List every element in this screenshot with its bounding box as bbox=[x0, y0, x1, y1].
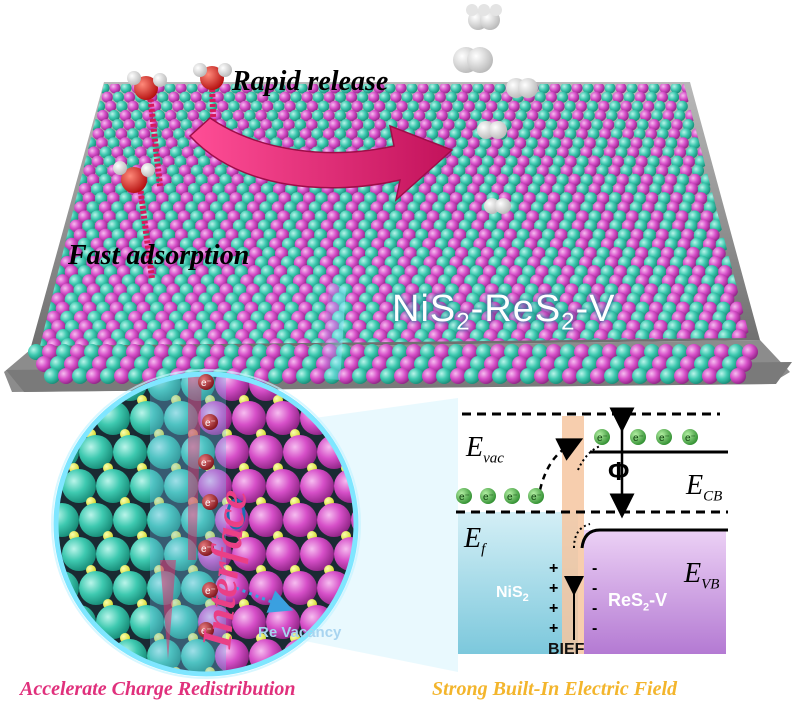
electron: e⁻ bbox=[630, 429, 646, 445]
accelerate-caption: Accelerate Charge Redistribution bbox=[20, 678, 296, 701]
bief-label: BIEF bbox=[548, 641, 584, 659]
electron-symbol: e⁻ bbox=[201, 378, 212, 389]
minus-charge: - bbox=[592, 600, 597, 618]
fast-adsorption-label: Fast adsorption bbox=[68, 240, 249, 272]
electron-symbol: e⁻ bbox=[483, 492, 494, 503]
electron: e⁻ bbox=[656, 429, 672, 445]
plus-charge: + bbox=[549, 600, 558, 618]
plus-charge: + bbox=[549, 560, 558, 578]
electron-symbol: e⁻ bbox=[685, 433, 696, 444]
electron-symbol: e⁻ bbox=[633, 433, 644, 444]
material-title: NiS2-ReS2-V bbox=[392, 288, 616, 337]
plus-charge: + bbox=[549, 620, 558, 638]
electron: e⁻ bbox=[456, 488, 472, 504]
electron-symbol: e⁻ bbox=[459, 492, 470, 503]
re-vacancy-label: Re Vacancy bbox=[258, 624, 341, 641]
electron-symbol: e⁻ bbox=[597, 433, 608, 444]
electron: e⁻ bbox=[594, 429, 610, 445]
electron: e⁻ bbox=[202, 414, 218, 430]
e-cb-label: ECB bbox=[686, 470, 722, 506]
electron: e⁻ bbox=[528, 488, 544, 504]
electron-symbol: e⁻ bbox=[205, 418, 216, 429]
electron-symbol: e⁻ bbox=[507, 492, 518, 503]
minus-charge: - bbox=[592, 620, 597, 638]
rapid-release-label: Rapid release bbox=[232, 66, 388, 98]
work-function-label: Φ bbox=[608, 456, 629, 487]
e-vb-label: EVB bbox=[684, 558, 719, 594]
plus-charge: + bbox=[549, 580, 558, 598]
electron: e⁻ bbox=[682, 429, 698, 445]
e-f-label: Ef bbox=[464, 523, 485, 559]
minus-charge: - bbox=[592, 560, 597, 578]
electron-symbol: e⁻ bbox=[531, 492, 542, 503]
electron-symbol: e⁻ bbox=[201, 458, 212, 469]
electron-symbol: e⁻ bbox=[659, 433, 670, 444]
nis2-region-label: NiS2 bbox=[496, 584, 529, 604]
res2v-region-label: ReS2-V bbox=[608, 590, 667, 614]
electron: e⁻ bbox=[198, 454, 214, 470]
electron: e⁻ bbox=[480, 488, 496, 504]
electron: e⁻ bbox=[504, 488, 520, 504]
e-vac-label: Evac bbox=[466, 432, 504, 468]
minus-charge: - bbox=[592, 580, 597, 598]
electric-field-caption: Strong Built-In Electric Field bbox=[432, 678, 677, 701]
electron: e⁻ bbox=[198, 374, 214, 390]
